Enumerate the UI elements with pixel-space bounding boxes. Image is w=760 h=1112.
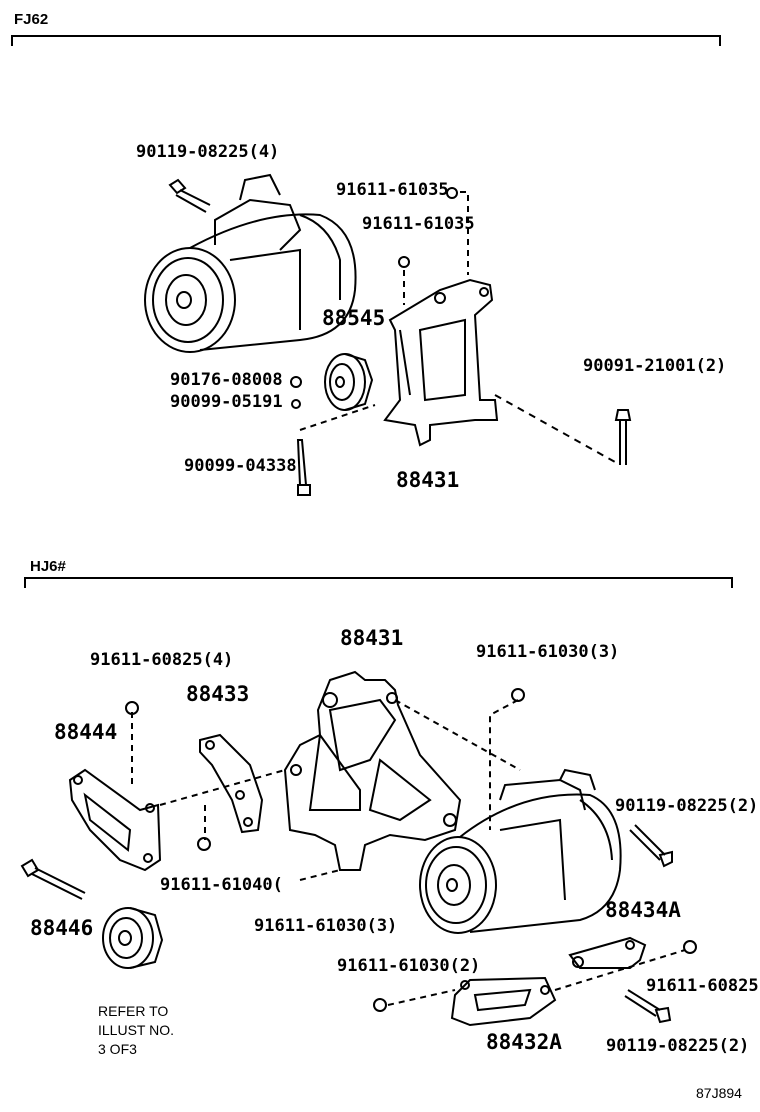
- bottom-bolt-a: [629, 824, 673, 868]
- bottom-dash-8: [554, 949, 686, 991]
- label-88446: 88446: [30, 916, 94, 940]
- bottom-dash-1: [159, 769, 286, 806]
- label-top-nut-b: 91611-61035: [362, 214, 475, 234]
- label-top-nut-a: 91611-61035: [336, 180, 449, 200]
- label-bolt-08225-2b: 90119-08225(2): [606, 1036, 750, 1056]
- top-bracket: [383, 278, 499, 447]
- label-88432a: 88432A: [486, 1030, 562, 1054]
- top-dash-a: [460, 191, 469, 275]
- refer-note-line1: REFER TO: [98, 1003, 169, 1019]
- bottom-compressor: [419, 768, 622, 934]
- top-stud: [296, 439, 311, 496]
- top-dash-bolt: [494, 394, 616, 463]
- top-compressor: [144, 173, 357, 353]
- label-nut-61040: 91611-61040(: [160, 875, 283, 895]
- bottom-dash-4: [299, 869, 341, 881]
- bottom-nut-60825-4: [125, 701, 139, 715]
- top-bolt-4: [168, 178, 211, 213]
- label-88434a: 88434A: [605, 898, 681, 922]
- label-top-stud: 90099-04338: [184, 456, 297, 476]
- label-88444: 88444: [54, 720, 118, 744]
- top-washer: [291, 399, 301, 409]
- bottom-dash-5: [394, 699, 521, 771]
- top-nut-c: [290, 376, 302, 388]
- bottom-nut-61030-3a: [511, 688, 525, 702]
- label-nut-61030-3b: 91611-61030(3): [254, 916, 398, 936]
- top-bolt-2: [614, 409, 632, 465]
- bottom-pulley: [102, 907, 164, 969]
- bottom-part-88432a: [450, 976, 557, 1027]
- label-top-bracket: 88431: [396, 468, 460, 492]
- bottom-nut-60825: [683, 940, 697, 954]
- label-top-bolt-4: 90119-08225(4): [136, 142, 280, 162]
- bottom-part-88433: [199, 733, 264, 834]
- top-section-bracket: [11, 35, 721, 46]
- bottom-bracket-88431: [283, 670, 462, 871]
- label-88433: 88433: [186, 682, 250, 706]
- bottom-nut-61040: [197, 837, 211, 851]
- label-top-bolt-2: 90091-21001(2): [583, 356, 727, 376]
- refer-note: REFER TO ILLUST NO. 3 OF3: [98, 1002, 174, 1059]
- label-top-washer: 90099-05191: [170, 392, 283, 412]
- label-nut-61030-3a: 91611-61030(3): [476, 642, 620, 662]
- top-idler-pulley: [324, 353, 374, 411]
- bottom-dash-7: [387, 989, 456, 1006]
- top-dash-stud: [299, 404, 376, 431]
- bottom-bolt-b: [624, 989, 672, 1024]
- bottom-nut-61030-2: [373, 998, 387, 1012]
- bottom-part-88446: [20, 858, 86, 900]
- label-nut-60825: 91611-60825: [646, 976, 759, 996]
- label-top-idler: 88545: [322, 306, 386, 330]
- section-label-top: FJ62: [14, 11, 49, 28]
- section-label-bottom: HJ6#: [30, 558, 66, 575]
- bottom-part-88434a: [568, 936, 647, 969]
- refer-note-line2: ILLUST NO.: [98, 1022, 174, 1038]
- label-bottom-bracket: 88431: [340, 626, 404, 650]
- top-nut-b: [398, 256, 410, 268]
- drawing-code: 87J894: [696, 1085, 742, 1101]
- bottom-part-88444: [68, 768, 162, 872]
- label-nut-61030-2: 91611-61030(2): [337, 956, 481, 976]
- top-nut-a: [446, 187, 458, 199]
- refer-note-line3: 3 OF3: [98, 1041, 137, 1057]
- label-top-nut-c: 90176-08008: [170, 370, 283, 390]
- bottom-section-bracket: [24, 577, 733, 588]
- label-nut-60825-4: 91611-60825(4): [90, 650, 234, 670]
- label-bolt-08225-2a: 90119-08225(2): [615, 796, 759, 816]
